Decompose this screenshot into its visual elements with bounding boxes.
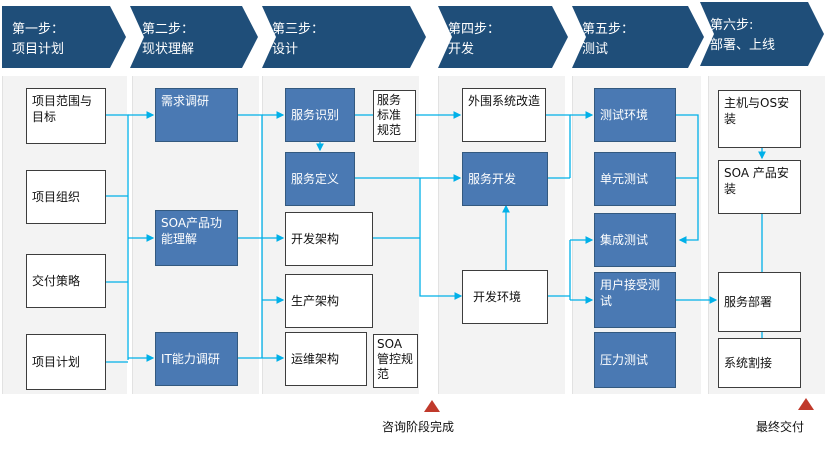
box-service-dev: 服务开发 (462, 152, 548, 206)
box-label: 服务定义 (291, 172, 340, 186)
step-title: 第四步： 开发 (448, 22, 501, 57)
box-it-capability: IT能力调研 (155, 332, 238, 386)
box-label: SOA产品功能理解 (161, 216, 223, 246)
box-label: 需求调研 (161, 94, 210, 108)
milestone-consulting-done: 咨询阶段完成 (382, 420, 455, 434)
milestone-final-delivery: 最终交付 (756, 420, 805, 434)
box-label: 开发架构 (291, 232, 340, 246)
box-soa-install: SOA 产品安装 (718, 160, 801, 214)
box-label: SOA管控规范 (377, 337, 414, 381)
step-title: 第三步： 设计 (272, 22, 325, 57)
milestone-triangle-final (798, 398, 814, 410)
box-label: 项目范围与目标 (32, 94, 93, 124)
step-header-1: 第一步： 项目计划 (2, 6, 126, 68)
box-soa-control: SOA管控规范 (373, 334, 418, 388)
step-title: 第五步： 测试 (582, 22, 635, 57)
box-service-define: 服务定义 (285, 152, 355, 206)
box-label: 测试环境 (600, 108, 649, 122)
milestone-triangle-consulting (424, 400, 440, 412)
box-label: IT能力调研 (161, 352, 220, 366)
box-label: SOA 产品安装 (724, 166, 789, 196)
box-cutover: 系统割接 (718, 338, 801, 388)
step-title: 第六步: 部署、上线 (710, 18, 776, 53)
box-label: 服务标准规范 (377, 93, 402, 137)
box-project-plan: 项目计划 (26, 334, 106, 390)
box-label: 生产架构 (291, 294, 340, 308)
box-service-identify: 服务识别 (285, 88, 355, 142)
box-label: 压力测试 (600, 353, 649, 367)
box-host-os: 主机与OS安装 (718, 90, 801, 148)
box-label: 系统割接 (724, 356, 773, 370)
step-header-4: 第四步： 开发 (438, 6, 568, 68)
box-label: 主机与OS安装 (724, 96, 790, 126)
box-unit-test: 单元测试 (594, 152, 676, 206)
box-dev-arch: 开发架构 (285, 212, 373, 266)
step-header-5: 第五步： 测试 (572, 6, 704, 68)
step-title: 第二步： 现状理解 (142, 22, 195, 57)
box-label: 服务开发 (468, 172, 517, 186)
box-label: 单元测试 (600, 172, 649, 186)
step-header-6: 第六步: 部署、上线 (700, 2, 824, 66)
box-label: 运维架构 (291, 352, 340, 366)
step-title: 第一步： 项目计划 (12, 22, 65, 57)
box-label: 开发环境 (473, 290, 522, 304)
box-ops-arch: 运维架构 (285, 332, 367, 386)
box-delivery-strategy: 交付策略 (26, 254, 106, 308)
box-peripheral-systems: 外围系统改造 (462, 88, 546, 142)
box-label: 交付策略 (32, 274, 81, 288)
box-soa-product: SOA产品功能理解 (155, 210, 238, 266)
box-project-scope: 项目范围与目标 (26, 88, 106, 144)
box-service-std: 服务标准规范 (373, 90, 416, 142)
box-label: 服务部署 (724, 295, 773, 309)
box-integration-test: 集成测试 (594, 213, 676, 267)
box-stress-test: 压力测试 (594, 332, 676, 388)
box-uat: 用户接受测试 (594, 272, 676, 328)
box-label: 服务识别 (291, 108, 340, 122)
box-label: 用户接受测试 (600, 278, 661, 308)
step-header-3: 第三步： 设计 (262, 6, 426, 68)
box-project-org: 项目组织 (26, 170, 106, 224)
box-dev-env: 开发环境 (462, 270, 548, 324)
box-service-deploy: 服务部署 (718, 272, 801, 332)
step-header-2: 第二步： 现状理解 (130, 6, 258, 68)
box-label: 集成测试 (600, 233, 649, 247)
box-requirements: 需求调研 (155, 88, 238, 142)
box-label: 项目计划 (32, 355, 81, 369)
box-test-env: 测试环境 (594, 88, 676, 142)
box-prod-arch: 生产架构 (285, 274, 373, 328)
box-label: 外围系统改造 (468, 94, 541, 108)
box-label: 项目组织 (32, 190, 81, 204)
